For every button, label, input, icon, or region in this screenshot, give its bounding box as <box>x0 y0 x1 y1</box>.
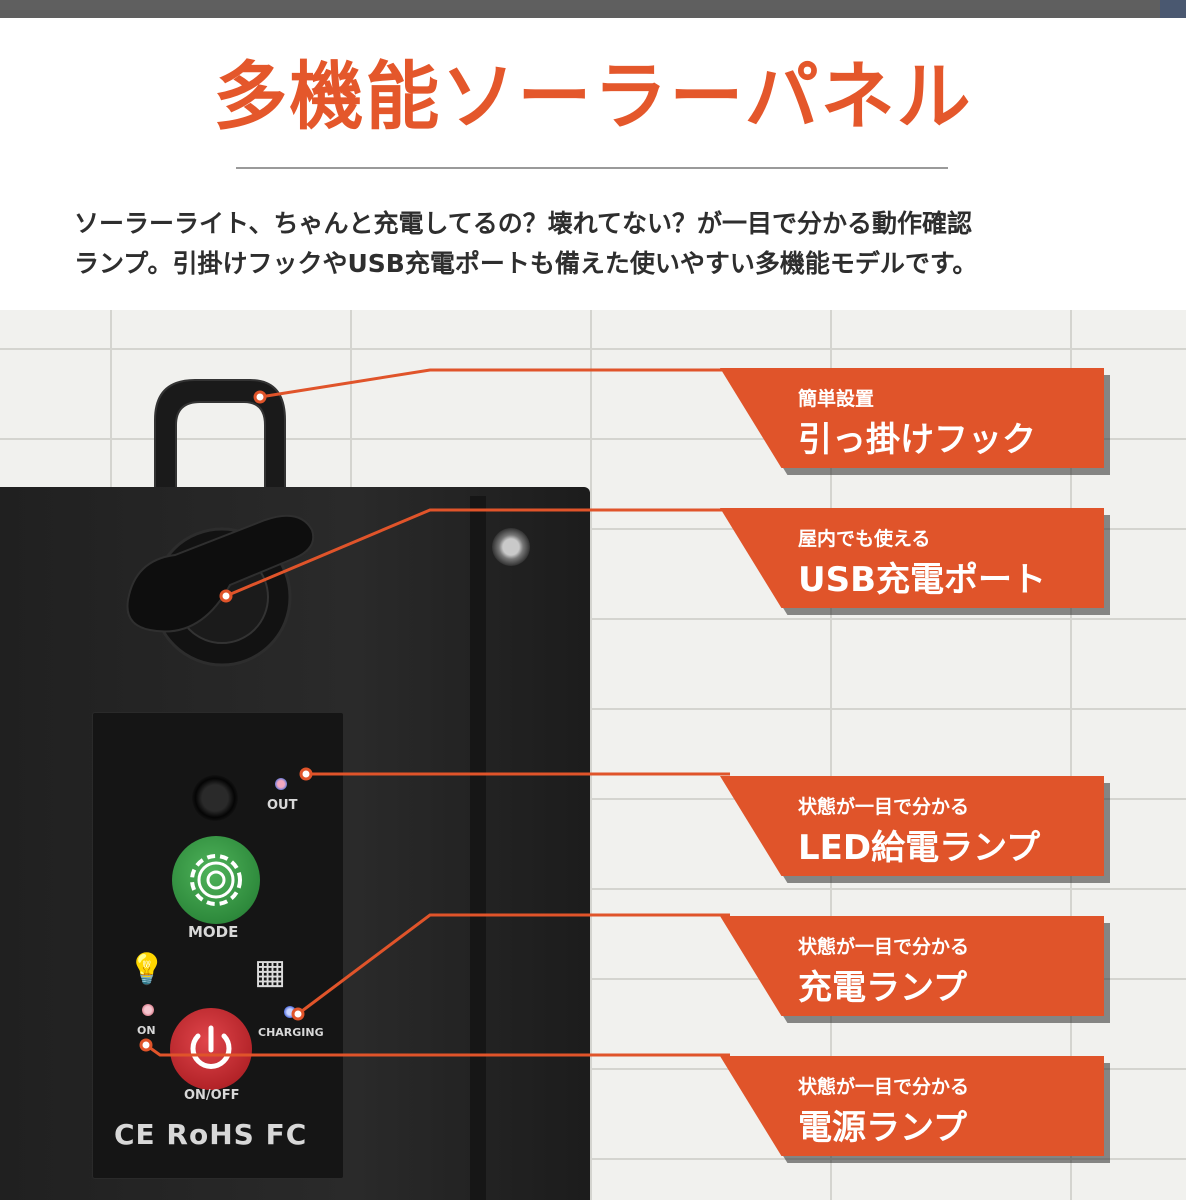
mode-label: MODE <box>188 923 239 941</box>
callout-usb-main: USB充電ポート <box>798 560 1047 600</box>
top-bar-tab <box>1160 0 1186 18</box>
callout-led: 状態が一目で分かる LED給電ランプ <box>720 776 1104 876</box>
power-button[interactable] <box>170 1008 252 1090</box>
description: ソーラーライト、ちゃんと充電してるの？壊れてない？が一目で分かる動作確認 ランプ… <box>74 204 1134 284</box>
on-led <box>142 1004 154 1016</box>
description-line-1: ソーラーライト、ちゃんと充電してるの？壊れてない？が一目で分かる動作確認 <box>74 209 973 238</box>
callout-hook: 簡単設置 引っ掛けフック <box>720 368 1104 468</box>
panel-ridge <box>470 496 486 1200</box>
callout-power-sub: 状態が一目で分かる <box>798 1076 970 1098</box>
callout-power: 状態が一目で分かる 電源ランプ <box>720 1056 1104 1156</box>
description-line-2: ランプ。引掛けフックやUSB充電ポートも備えた使いやすい多機能モデルです。 <box>74 249 978 278</box>
callout-charging: 状態が一目で分かる 充電ランプ <box>720 916 1104 1016</box>
callout-charging-main: 充電ランプ <box>798 968 967 1008</box>
title-divider <box>236 167 948 169</box>
page-title: 多機能ソーラーパネル <box>213 54 973 140</box>
certification-marks: CE RoHS FC <box>114 1118 308 1151</box>
power-icon <box>190 1025 232 1069</box>
screw-icon <box>492 528 530 566</box>
callout-hook-main: 引っ掛けフック <box>798 420 1036 460</box>
callout-led-sub: 状態が一目で分かる <box>798 796 970 818</box>
callout-power-main: 電源ランプ <box>798 1108 967 1148</box>
callout-usb: 屋内でも使える USB充電ポート <box>720 508 1104 608</box>
on-label: ON <box>137 1024 156 1037</box>
out-led <box>275 778 287 790</box>
solar-panel-icon: ▦ <box>254 952 287 992</box>
onoff-label: ON/OFF <box>184 1088 240 1103</box>
callout-led-main: LED給電ランプ <box>798 828 1041 868</box>
gear-icon <box>190 854 242 906</box>
mode-button[interactable] <box>172 836 260 924</box>
charging-label: CHARGING <box>258 1026 324 1039</box>
bulb-icon: 💡 <box>128 952 166 987</box>
callout-charging-sub: 状態が一目で分かる <box>798 936 970 958</box>
out-label: OUT <box>267 798 298 813</box>
callout-hook-sub: 簡単設置 <box>798 388 875 410</box>
callout-usb-sub: 屋内でも使える <box>798 528 931 550</box>
light-sensor <box>192 775 238 821</box>
top-bar <box>0 0 1186 18</box>
